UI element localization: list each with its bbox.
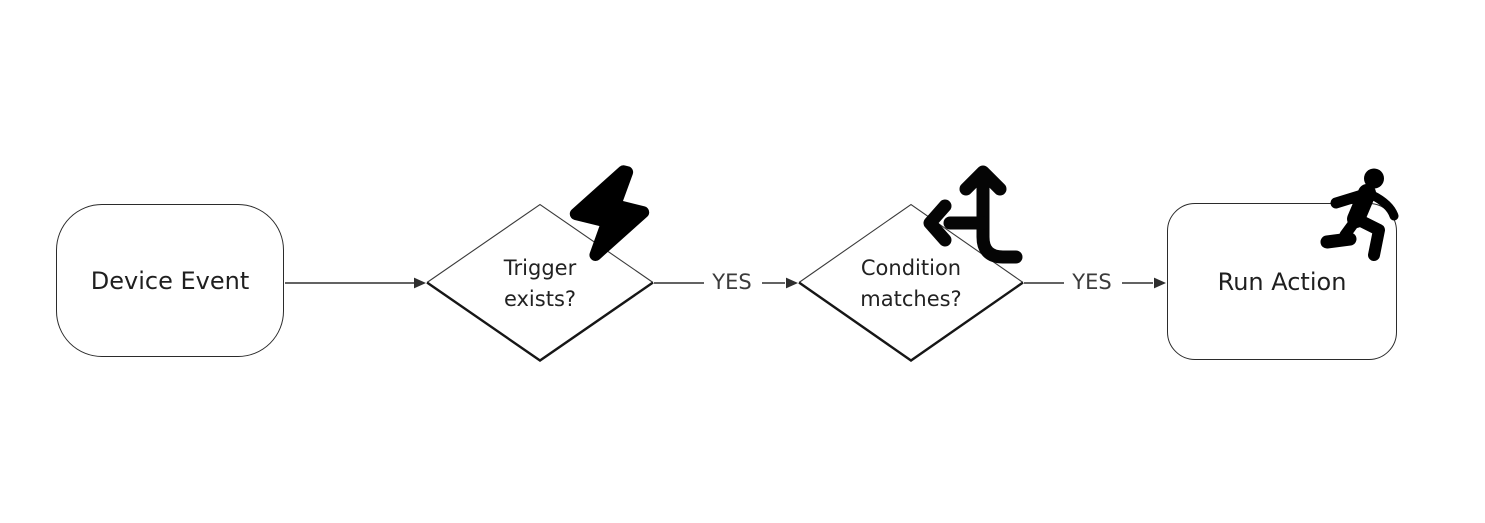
node-label: Run Action [1217,267,1347,296]
edge-label-yes-2: YES [1072,270,1112,294]
node-label-line: Trigger [503,256,577,280]
node-trigger-exists: Trigger exists? [440,253,640,315]
lightning-bolt-icon [569,165,650,261]
node-run-action: Run Action [1167,203,1397,360]
node-device-event: Device Event [56,204,284,357]
arrowhead [786,277,798,289]
split-arrows-icon [923,165,1023,264]
node-condition-matches: Condition matches? [811,253,1011,315]
node-label-line: exists? [503,287,577,311]
node-label-line: matches? [860,287,962,311]
edge-label-yes-1: YES [712,270,752,294]
arrowhead [1154,277,1166,289]
connector-device-to-trigger [285,277,426,289]
node-label-line: Condition [860,256,962,280]
arrowhead [414,277,426,289]
node-label: Device Event [90,266,250,295]
